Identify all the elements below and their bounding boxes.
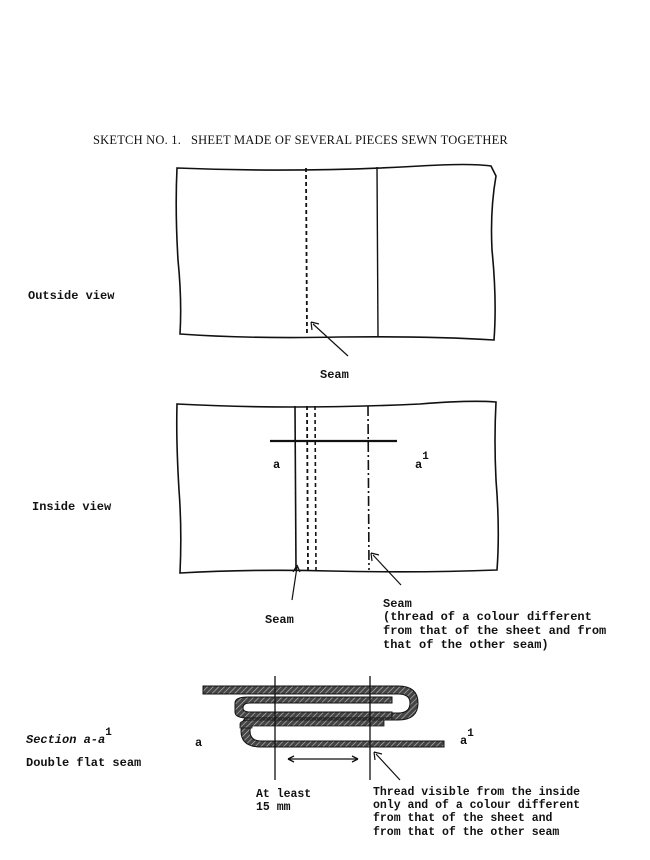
outside-seam-pointer bbox=[312, 323, 349, 357]
inside-view-sheet bbox=[175, 400, 500, 601]
thread-pointer bbox=[375, 753, 401, 781]
double-flat-seam-section bbox=[202, 676, 445, 781]
inside-seam-pointer-right bbox=[372, 554, 402, 586]
section-point-a: a bbox=[195, 736, 203, 750]
inside-seam-arrowhead-right bbox=[370, 552, 380, 562]
section-title: Section a-a1 bbox=[26, 727, 112, 747]
outside-view-sheet bbox=[175, 163, 497, 357]
inside-view-label: Inside view bbox=[32, 500, 112, 514]
section-subtitle: Double flat seam bbox=[26, 756, 142, 770]
thread-note: Thread visible from the inside only and … bbox=[373, 786, 581, 839]
inside-seam-arrowhead-left bbox=[292, 564, 301, 573]
point-a1-label: a1 bbox=[415, 451, 429, 472]
point-a-label: a bbox=[273, 458, 281, 472]
inside-contrast-seam bbox=[367, 405, 370, 571]
seam-note: (thread of a colour different from that … bbox=[383, 610, 607, 652]
fabric-layer-inner bbox=[234, 696, 393, 719]
measure-arrowheads bbox=[287, 755, 359, 763]
inside-sheet-outline bbox=[175, 400, 500, 574]
outside-sheet-outline bbox=[175, 163, 497, 341]
outside-seam-arrowhead bbox=[310, 321, 320, 331]
seam-label-outside: Seam bbox=[320, 368, 349, 382]
outside-view-label: Outside view bbox=[28, 289, 115, 303]
sketch-title: SKETCH NO. 1. SHEET MADE OF SEVERAL PIEC… bbox=[93, 133, 508, 147]
seam-label-inside-left: Seam bbox=[265, 613, 294, 627]
inside-seam-stitch-2 bbox=[314, 405, 317, 571]
thread-arrowhead bbox=[373, 751, 383, 761]
min-width-label: At least 15 mm bbox=[256, 788, 312, 815]
outside-seam-stitch bbox=[305, 167, 308, 337]
inside-seam-stitch-1 bbox=[306, 405, 309, 571]
fabric-layer-bottom bbox=[239, 719, 385, 729]
outside-piece-edge bbox=[376, 166, 379, 337]
section-point-a1: a1 bbox=[460, 728, 474, 748]
inside-seam-pointer-left bbox=[291, 566, 298, 601]
inside-piece-edge bbox=[294, 405, 297, 571]
seam-label-inside-right: Seam bbox=[383, 597, 412, 611]
